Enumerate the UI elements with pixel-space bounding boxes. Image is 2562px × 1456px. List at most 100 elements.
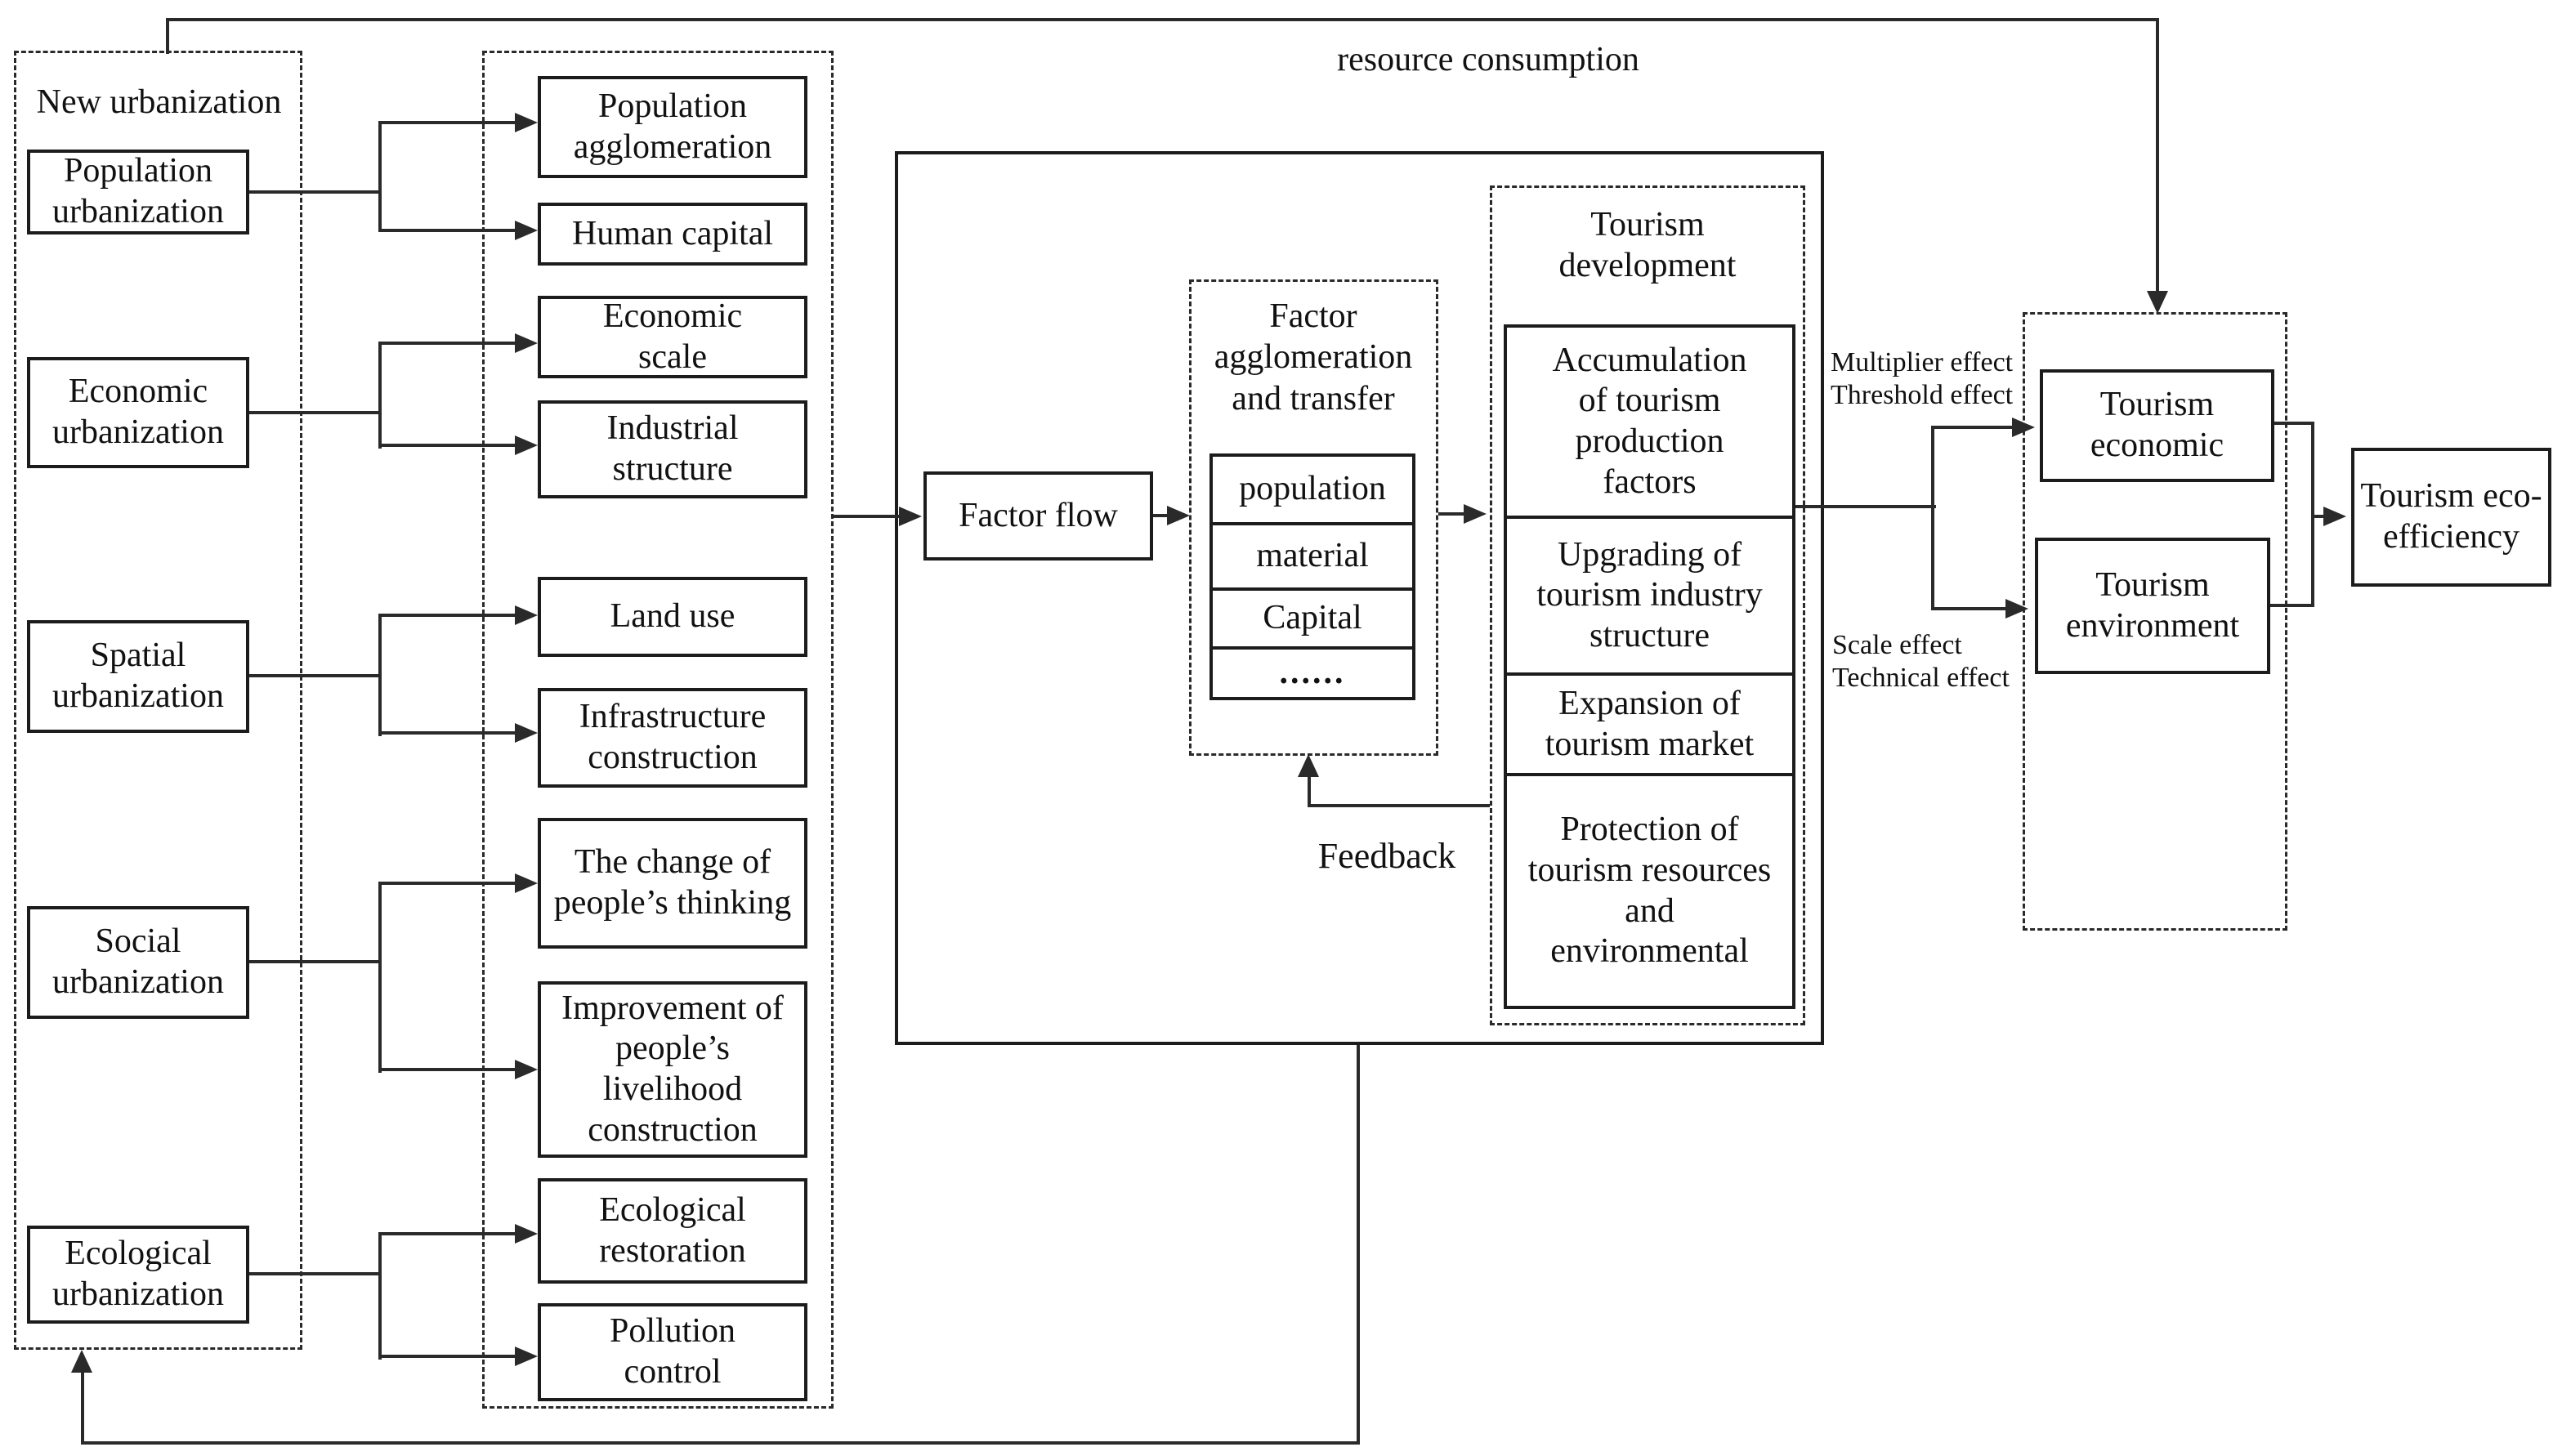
arrowhead-livelihood xyxy=(515,1060,538,1079)
upgrading-cell: Upgrading of tourism industry structure xyxy=(1507,516,1792,672)
new-urbanization-group xyxy=(14,51,302,1350)
connector-population-branch xyxy=(378,121,382,232)
connector-to-land-use xyxy=(378,614,517,617)
land-use-box: Land use xyxy=(538,577,807,657)
ecological-urbanization-box: Ecological urbanization xyxy=(27,1226,249,1324)
arrowhead-agglomeration xyxy=(515,113,538,132)
connector-factorflow-out xyxy=(1153,514,1169,517)
threshold-effect-label: Threshold effect xyxy=(1831,380,2014,410)
arrowhead-into-factor-flow xyxy=(899,507,922,526)
connector-spatial-branch xyxy=(378,614,382,736)
connector-bottom-return xyxy=(81,1441,1360,1445)
arrowhead-human-capital xyxy=(515,221,538,240)
tourism-environment-box: Tourism environment xyxy=(2035,538,2270,674)
arrowhead-into-outcome-group xyxy=(2147,291,2168,314)
connector-to-infrastructure xyxy=(378,731,517,735)
multiplier-threshold-label: Multiplier effect Threshold effect xyxy=(1831,346,2023,412)
economic-urbanization-box: Economic urbanization xyxy=(27,357,249,468)
connector-social-branch xyxy=(378,882,382,1073)
arrowhead-land-use xyxy=(515,605,538,625)
economic-scale-label: Economic scale xyxy=(602,297,743,376)
expansion-cell: Expansion of tourism market xyxy=(1507,672,1792,773)
connector-into-core xyxy=(834,515,901,518)
livelihood-construction-box: Improvement of people’s livelihood const… xyxy=(538,981,807,1158)
factor-row-ellipsis: ...... xyxy=(1213,646,1412,697)
connector-top-left-riser xyxy=(166,18,169,54)
connector-to-human-capital xyxy=(378,229,517,232)
factor-row-population: population xyxy=(1239,470,1386,508)
factor-flow-box: Factor flow xyxy=(923,471,1153,561)
arrowhead-tourism-environment xyxy=(2005,599,2028,619)
arrowhead-pollution xyxy=(515,1347,538,1366)
connector-to-restoration xyxy=(378,1232,517,1235)
connector-economic-to-bracket xyxy=(2274,422,2314,425)
upgrading-label: Upgrading of tourism industry structure xyxy=(1536,535,1763,654)
connector-to-tourism-environment xyxy=(1931,607,2008,610)
arrowhead-into-tourism-development xyxy=(1464,504,1487,524)
connector-feedback-riser xyxy=(1308,777,1311,807)
flow-core-box xyxy=(895,151,1824,1045)
spatial-urbanization-box: Spatial urbanization xyxy=(27,620,249,733)
connector-to-livelihood xyxy=(378,1068,517,1071)
arrowhead-tourism-economic xyxy=(2012,418,2035,437)
protection-cell: Protection of tourism resources and envi… xyxy=(1507,773,1792,1006)
factor-agglomeration-title: Factor agglomeration and transfer xyxy=(1214,297,1413,418)
accumulation-label: Accumulation of tourism production facto… xyxy=(1552,341,1747,501)
arrowhead-infrastructure xyxy=(515,723,538,743)
tourism-development-title: Tourism development xyxy=(1558,206,1737,285)
human-capital-box: Human capital xyxy=(538,203,807,266)
protection-label: Protection of tourism resources and envi… xyxy=(1527,811,1772,971)
arrowhead-eco-efficiency xyxy=(2323,507,2346,526)
connector-feedback-horizontal xyxy=(1308,804,1490,807)
arrowhead-into-agglomeration-group xyxy=(1167,506,1190,525)
connector-to-thinking xyxy=(378,882,517,885)
arrowhead-into-new-urbanization xyxy=(71,1350,92,1373)
connector-development-out xyxy=(1795,505,1936,508)
arrowhead-restoration xyxy=(515,1224,538,1244)
population-urbanization-box: Population urbanization xyxy=(27,150,249,234)
connector-to-tourism-economic xyxy=(1931,426,2013,429)
tourism-development-stack: Accumulation of tourism production facto… xyxy=(1504,324,1795,1009)
multiplier-effect-label: Multiplier effect xyxy=(1831,347,2014,377)
factor-row-material: material xyxy=(1213,522,1412,587)
tourism-economic-box: Tourism economic xyxy=(2040,369,2274,482)
connector-to-industrial-structure xyxy=(378,444,517,447)
population-agglomeration-box: Population agglomeration xyxy=(538,76,807,178)
pollution-control-box: Pollution control xyxy=(538,1303,807,1401)
connector-agglomeration-out xyxy=(1438,512,1466,516)
scale-effect-label: Scale effect xyxy=(1832,630,1962,660)
infrastructure-construction-box: Infrastructure construction xyxy=(538,688,807,788)
tourism-development-group xyxy=(1490,185,1805,1025)
ecological-restoration-box: Ecological restoration xyxy=(538,1178,807,1284)
connector-economic-branch xyxy=(378,342,382,449)
connector-to-pollution xyxy=(378,1355,517,1358)
connector-ecological-branch xyxy=(378,1232,382,1360)
connector-resource-drop xyxy=(2156,18,2159,291)
connector-spatial-out xyxy=(249,674,382,677)
connector-efficiency-bracket xyxy=(2311,422,2314,607)
connector-social-out xyxy=(249,960,382,963)
arrowhead-thinking xyxy=(515,873,538,893)
connector-to-eco-efficiency xyxy=(2311,515,2326,518)
connector-to-economic-scale xyxy=(378,342,517,345)
industrial-structure-box: Industrial structure xyxy=(538,400,807,498)
pollution-control-label: Pollution control xyxy=(609,1312,736,1391)
expansion-label: Expansion of tourism market xyxy=(1545,684,1755,763)
feedback-label: Feedback xyxy=(1317,836,1456,876)
arrowhead-feedback xyxy=(1298,754,1319,777)
change-of-thinking-box: The change of people’s thinking xyxy=(538,818,807,949)
indicators-group xyxy=(482,51,834,1409)
connector-economic-out xyxy=(249,411,382,414)
arrowhead-industrial-structure xyxy=(515,435,538,455)
accumulation-cell: Accumulation of tourism production facto… xyxy=(1507,328,1792,516)
connector-environment-to-bracket xyxy=(2270,604,2314,607)
resource-consumption-label: resource consumption xyxy=(1337,41,1639,78)
connector-bottom-left-riser xyxy=(81,1373,84,1445)
factor-rows-stack: population material Capital ...... xyxy=(1209,453,1415,700)
connector-ecological-out xyxy=(249,1272,382,1275)
economic-scale-box: Economic scale xyxy=(538,296,807,378)
technical-effect-label: Technical effect xyxy=(1832,663,2010,693)
factor-row-capital: Capital xyxy=(1213,587,1412,646)
scale-technical-label: Scale effect Technical effect xyxy=(1832,629,2045,695)
